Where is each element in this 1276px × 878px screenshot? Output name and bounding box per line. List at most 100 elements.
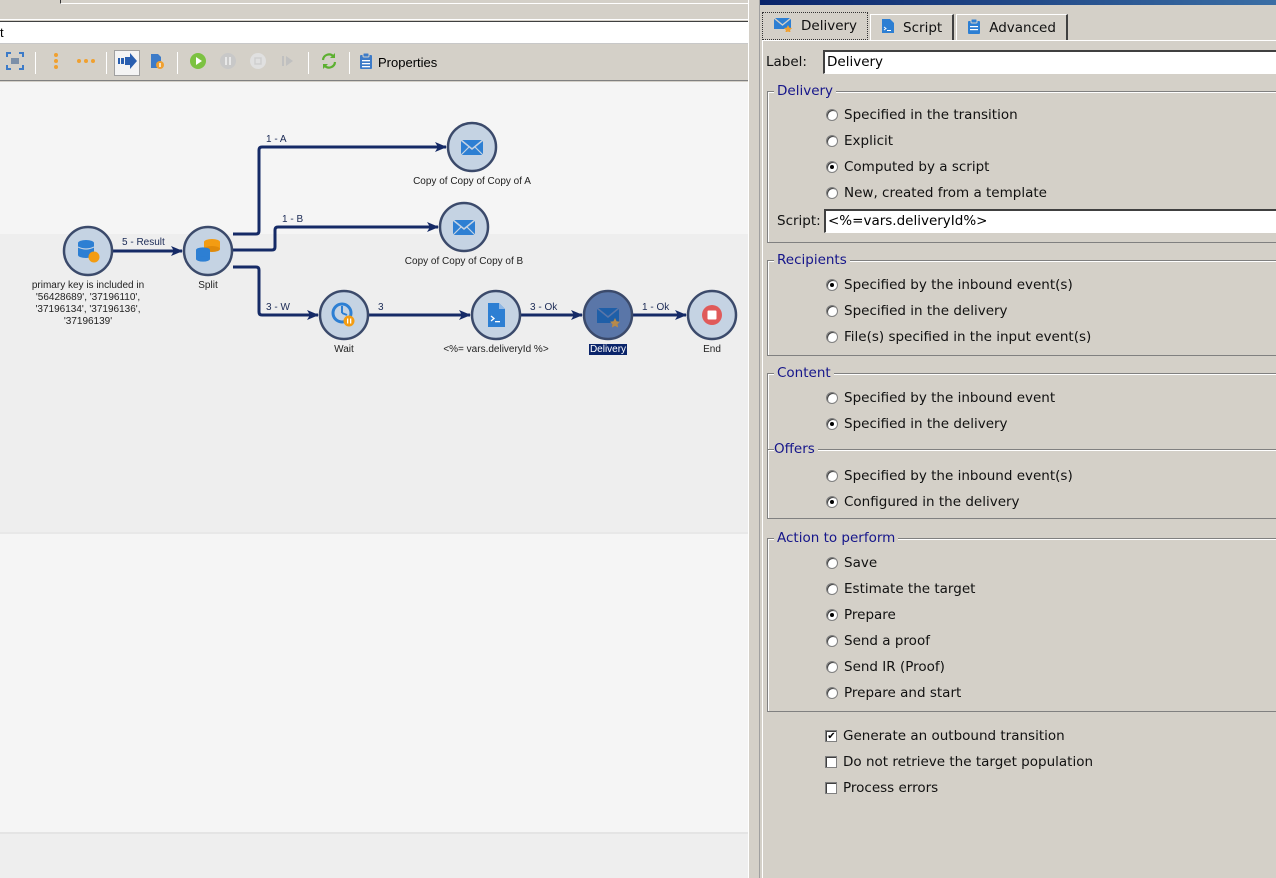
horizontal-layout-button[interactable] — [73, 50, 99, 76]
radio-button[interactable] — [826, 470, 838, 482]
workflow-diagram — [62, 121, 738, 341]
stop-button[interactable] — [245, 50, 271, 76]
start-button[interactable] — [185, 50, 211, 76]
radio-new-from-template[interactable]: New, created from a template — [826, 184, 1047, 202]
node-copyB[interactable] — [438, 201, 490, 253]
workflow-title-bar[interactable]: t — [0, 21, 748, 44]
workflow-canvas[interactable]: 5 - Result 1 - A 1 - B 3 - W 3 3 - Ok 1 … — [0, 82, 748, 878]
query-database-icon — [77, 240, 100, 263]
radio-specified-in-transition[interactable]: Specified in the transition — [826, 106, 1018, 124]
radio-button[interactable] — [826, 392, 838, 404]
edge-label: 1 - B — [282, 214, 304, 225]
canvas-band — [0, 532, 748, 832]
edge-split-wait[interactable] — [233, 265, 319, 320]
radio-label: Specified by the inbound event(s) — [844, 277, 1073, 293]
offers-divider — [768, 449, 1276, 451]
radio-label: Configured in the delivery — [844, 494, 1020, 510]
radio-button[interactable] — [826, 135, 838, 147]
node-label-delivery: Delivery — [578, 344, 638, 356]
node-copyA[interactable] — [446, 121, 498, 173]
step-button[interactable] — [275, 50, 301, 76]
activity-info-icon — [148, 52, 166, 74]
radio-button[interactable] — [826, 331, 838, 343]
edge-label: 1 - Ok — [642, 302, 670, 313]
checkbox-process-errors[interactable]: Process errors — [825, 779, 938, 797]
radio-content-delivery[interactable]: Specified in the delivery — [826, 415, 1008, 433]
properties-button[interactable]: Properties — [359, 52, 437, 73]
radio-recipients-inbound[interactable]: Specified by the inbound event(s) — [826, 276, 1073, 294]
radio-button[interactable] — [826, 109, 838, 121]
radio-button[interactable] — [826, 583, 838, 595]
radio-button[interactable] — [826, 687, 838, 699]
radio-computed-by-script[interactable]: Computed by a script — [826, 158, 989, 176]
radio-label: File(s) specified in the input event(s) — [844, 329, 1092, 345]
label-input[interactable]: Delivery — [823, 50, 1276, 74]
node-split[interactable] — [182, 225, 234, 277]
toolbar-separator — [35, 51, 36, 74]
radio-offers-inbound[interactable]: Specified by the inbound event(s) — [826, 467, 1073, 485]
radio-button[interactable] — [826, 661, 838, 673]
radio-button[interactable] — [826, 557, 838, 569]
edge-label: 3 - Ok — [530, 302, 558, 313]
offers-title: Offers — [774, 440, 818, 458]
toolbar-separator — [106, 51, 107, 74]
node-delivery[interactable] — [582, 289, 634, 341]
radio-offers-delivery[interactable]: Configured in the delivery — [826, 493, 1020, 511]
fit-to-screen-button[interactable] — [2, 50, 28, 76]
edge-split-copyA[interactable] — [233, 142, 447, 236]
radio-button-selected[interactable] — [826, 496, 838, 508]
radio-label: Prepare — [844, 607, 896, 623]
tab-delivery[interactable]: Delivery — [762, 12, 869, 40]
recipients-group-title: Recipients — [774, 251, 850, 269]
end-stop-icon — [702, 305, 722, 325]
radio-action-prepare[interactable]: Prepare — [826, 606, 896, 624]
radio-action-estimate[interactable]: Estimate the target — [826, 580, 975, 598]
radio-content-inbound[interactable]: Specified by the inbound event — [826, 389, 1055, 407]
canvas-band — [0, 234, 748, 532]
radio-button-selected[interactable] — [826, 609, 838, 621]
transition-mode-button[interactable] — [114, 49, 140, 76]
checkbox-no-retrieve-target[interactable]: Do not retrieve the target population — [825, 753, 1093, 771]
radio-action-send-proof[interactable]: Send a proof — [826, 632, 930, 650]
radio-button-selected[interactable] — [826, 418, 838, 430]
radio-label: Estimate the target — [844, 581, 976, 597]
node-label-copyB: Copy of Copy of Copy of B — [404, 256, 524, 267]
radio-button-selected[interactable] — [826, 161, 838, 173]
activity-info-button[interactable] — [144, 50, 170, 76]
tab-script[interactable]: Script — [870, 14, 955, 40]
radio-button[interactable] — [826, 635, 838, 647]
script-input[interactable]: <%=vars.deliveryId%> — [824, 209, 1276, 233]
script-field-row: Script: <%=vars.deliveryId%> — [777, 209, 1276, 233]
label-field-label: Label: — [766, 54, 807, 70]
edge-split-copyB[interactable] — [233, 222, 439, 252]
pane-splitter[interactable] — [748, 0, 760, 878]
start-icon — [189, 52, 207, 74]
refresh-button[interactable] — [316, 50, 342, 76]
canvas-band — [0, 832, 748, 878]
delivery-envelope-icon — [773, 16, 793, 36]
radio-action-send-ir[interactable]: Send IR (Proof) — [826, 658, 945, 676]
radio-button-selected[interactable] — [826, 279, 838, 291]
checkbox-generate-outbound[interactable]: Generate an outbound transition — [825, 727, 1065, 745]
node-query[interactable] — [62, 225, 114, 277]
radio-action-prepare-start[interactable]: Prepare and start — [826, 684, 961, 702]
radio-recipients-files[interactable]: File(s) specified in the input event(s) — [826, 328, 1091, 346]
checkbox[interactable] — [825, 782, 837, 794]
pause-button[interactable] — [215, 50, 241, 76]
toolbar-separator — [308, 51, 309, 74]
radio-recipients-delivery[interactable]: Specified in the delivery — [826, 302, 1008, 320]
radio-action-save[interactable]: Save — [826, 554, 877, 572]
radio-label: Explicit — [844, 133, 894, 149]
radio-explicit[interactable]: Explicit — [826, 132, 893, 150]
radio-button[interactable] — [826, 187, 838, 199]
node-script[interactable] — [470, 289, 522, 341]
vertical-layout-button[interactable] — [43, 50, 69, 76]
node-wait[interactable] — [318, 289, 370, 341]
checkbox[interactable] — [825, 756, 837, 768]
node-label-end: End — [703, 344, 721, 355]
checkbox-checked[interactable] — [825, 730, 837, 742]
node-end[interactable] — [686, 289, 738, 341]
tab-advanced[interactable]: Advanced — [956, 14, 1068, 40]
transition-mode-icon — [117, 52, 137, 74]
radio-button[interactable] — [826, 305, 838, 317]
